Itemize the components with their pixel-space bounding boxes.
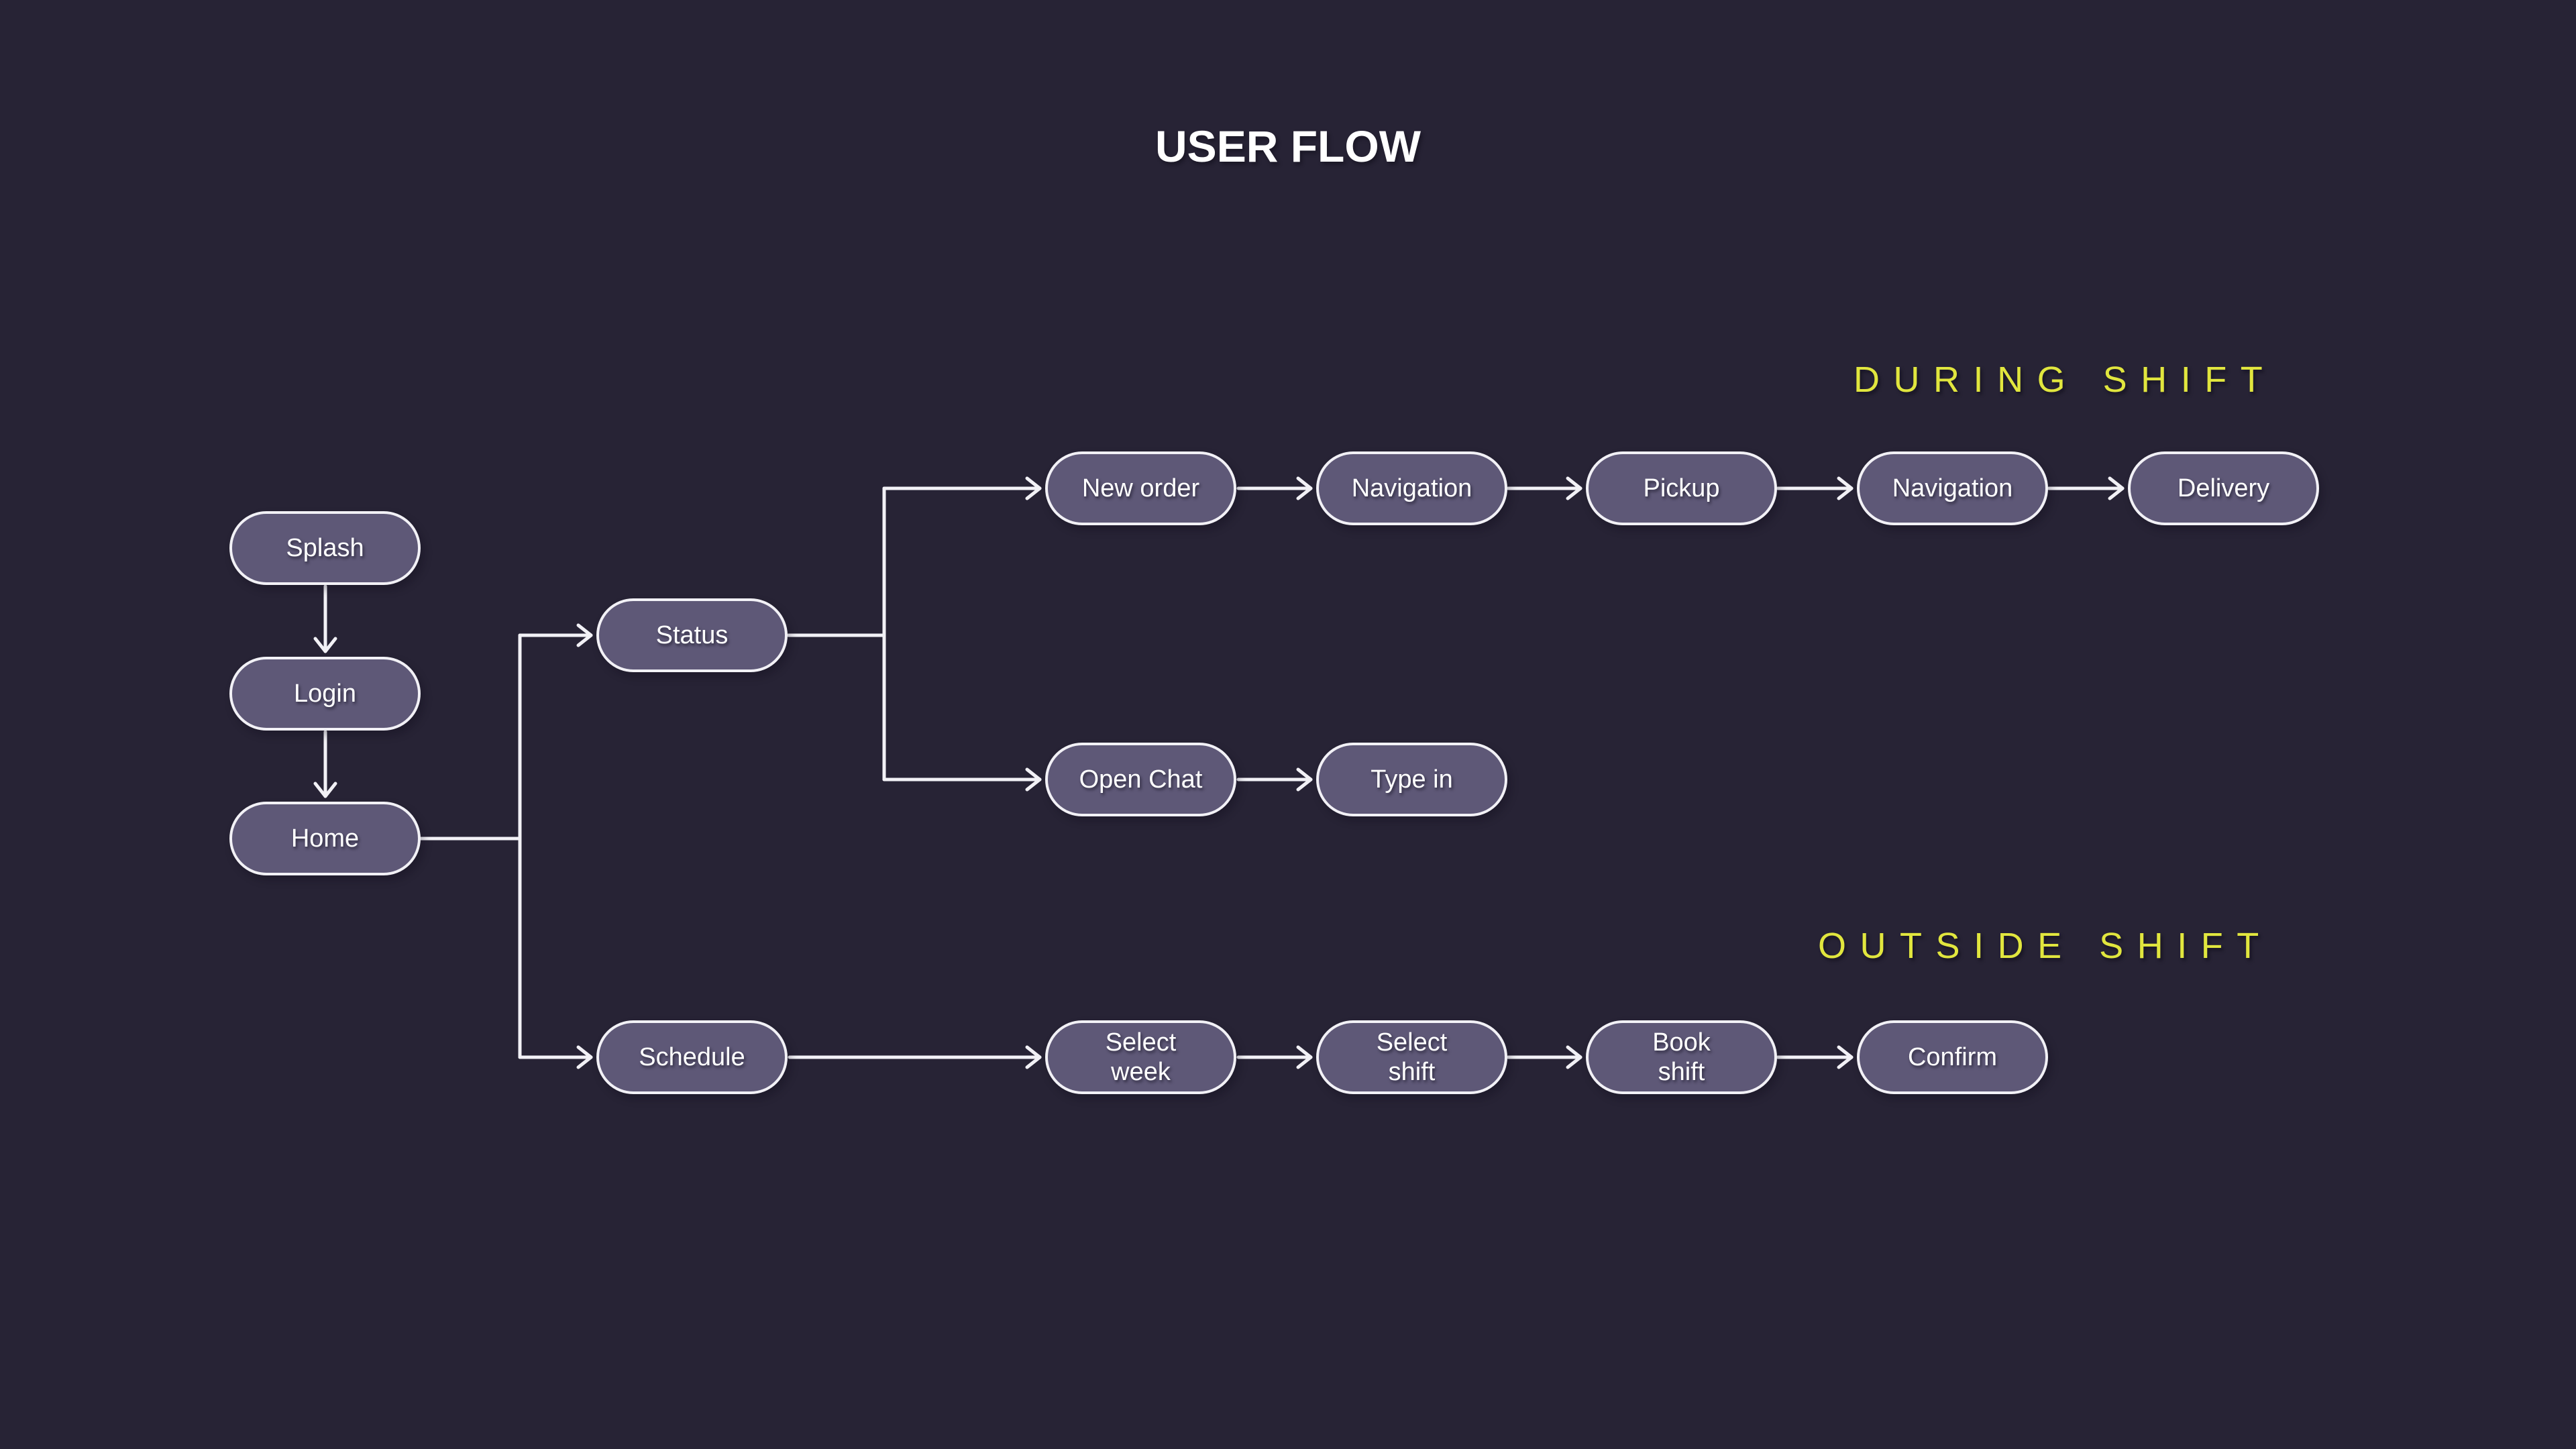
section-label-outside-shift: OUTSIDE SHIFT — [1818, 926, 2273, 966]
section-label-during-shift: DURING SHIFT — [1854, 360, 2277, 400]
node-new-order: New order — [1045, 451, 1236, 525]
node-schedule: Schedule — [596, 1020, 788, 1094]
node-confirm: Confirm — [1857, 1020, 2048, 1094]
node-label: Navigation — [1892, 474, 2013, 502]
node-book-shift: Book shift — [1586, 1020, 1777, 1094]
node-label: Delivery — [2177, 474, 2270, 502]
node-home: Home — [229, 802, 421, 875]
node-open-chat: Open Chat — [1045, 743, 1236, 816]
node-label: Select week — [1105, 1028, 1177, 1086]
node-login: Login — [229, 657, 421, 731]
node-label: Open Chat — [1079, 765, 1203, 794]
node-label: Pickup — [1643, 474, 1720, 502]
node-splash: Splash — [229, 511, 421, 585]
node-label: Home — [290, 824, 360, 853]
node-type-in: Type in — [1316, 743, 1507, 816]
node-label: New order — [1081, 474, 1200, 502]
node-label: Type in — [1371, 765, 1453, 794]
node-label: Book shift — [1652, 1028, 1711, 1086]
node-label: Select shift — [1376, 1028, 1448, 1086]
node-select-shift: Select shift — [1316, 1020, 1507, 1094]
page-title: USER FLOW — [1155, 121, 1421, 171]
node-navigation-1: Navigation — [1316, 451, 1507, 525]
node-label: Navigation — [1351, 474, 1472, 502]
node-delivery: Delivery — [2128, 451, 2319, 525]
node-label: Schedule — [639, 1043, 745, 1071]
node-status: Status — [596, 598, 788, 672]
node-navigation-2: Navigation — [1857, 451, 2048, 525]
node-label: Splash — [286, 534, 364, 562]
node-label: Login — [294, 680, 356, 708]
node-pickup: Pickup — [1586, 451, 1777, 525]
node-select-week: Select week — [1045, 1020, 1236, 1094]
node-label: Status — [655, 621, 729, 649]
node-label: Confirm — [1907, 1043, 1998, 1071]
